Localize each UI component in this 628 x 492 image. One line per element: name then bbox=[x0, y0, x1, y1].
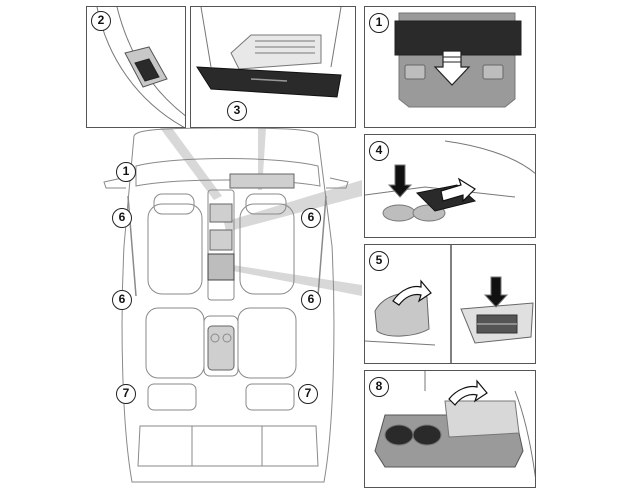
callout-car-6-rear-left: 6 bbox=[112, 290, 132, 310]
highlight-armrest bbox=[207, 253, 235, 281]
callout-car-7-left: 7 bbox=[116, 384, 136, 404]
glovebox-lid bbox=[196, 66, 342, 98]
callout-2: 2 bbox=[91, 11, 111, 31]
slide-arrow-icon bbox=[440, 177, 476, 203]
third-row-right bbox=[245, 383, 295, 411]
vehicle-top-view: 1 6 6 6 6 7 7 bbox=[96, 126, 360, 492]
front-console bbox=[207, 189, 235, 301]
callout-1: 1 bbox=[369, 13, 389, 33]
cupholder-left bbox=[382, 204, 416, 222]
rear-cupholder-1 bbox=[384, 424, 414, 446]
rear-seat-right bbox=[237, 307, 297, 379]
rear-armrest-lid bbox=[444, 400, 520, 438]
push-arrow-icon bbox=[433, 50, 471, 86]
third-row-left bbox=[147, 383, 197, 411]
callout-4: 4 bbox=[369, 141, 389, 161]
left-mirror bbox=[103, 177, 126, 189]
armrest-lid bbox=[374, 292, 430, 337]
callout-3: 3 bbox=[227, 101, 247, 121]
leader-wedge-4 bbox=[224, 180, 362, 232]
panel-rear-armrest: 8 bbox=[364, 370, 536, 488]
cargo-area bbox=[137, 425, 319, 467]
door-pocket-front-right bbox=[317, 195, 327, 297]
callout-car-6-front-right: 6 bbox=[301, 208, 321, 228]
panel-centre-console: 4 bbox=[364, 134, 536, 238]
leader-wedge-2 bbox=[160, 128, 222, 200]
car-body-outline bbox=[121, 127, 335, 483]
rear-seat-left bbox=[145, 307, 205, 379]
highlight-console-storage-1 bbox=[209, 203, 233, 223]
lift-arrow-icon bbox=[392, 279, 432, 306]
callout-car-7-right: 7 bbox=[298, 384, 318, 404]
right-mirror bbox=[326, 177, 349, 189]
sunglasses-holder bbox=[394, 20, 522, 56]
panel-door-storage: 2 bbox=[86, 6, 186, 128]
callout-car-6-rear-right: 6 bbox=[301, 290, 321, 310]
door-pocket-opening bbox=[134, 58, 160, 82]
highlight-glovebox bbox=[229, 173, 295, 189]
down-arrow-icon bbox=[387, 164, 413, 198]
front-left-seat bbox=[147, 203, 203, 295]
panel-glovebox: 3 bbox=[190, 6, 356, 128]
rear-cupholder-2 bbox=[412, 424, 442, 446]
panel-armrest-storage: 5 bbox=[364, 244, 536, 364]
callout-car-1: 1 bbox=[116, 162, 136, 182]
highlight-console-storage-2 bbox=[209, 229, 233, 251]
open-arrow-icon bbox=[448, 379, 488, 406]
glovebox-interior bbox=[230, 34, 322, 70]
down-arrow-icon-2 bbox=[483, 276, 509, 308]
front-right-seat bbox=[239, 203, 295, 295]
callout-8: 8 bbox=[369, 377, 389, 397]
rear-centre-seat bbox=[203, 315, 239, 377]
callout-5: 5 bbox=[369, 251, 389, 271]
callout-car-6-front-left: 6 bbox=[112, 208, 132, 228]
console-cupholder-rear bbox=[207, 325, 235, 371]
panel-overhead-console: 1 bbox=[364, 6, 536, 128]
dashboard-line bbox=[135, 158, 321, 187]
